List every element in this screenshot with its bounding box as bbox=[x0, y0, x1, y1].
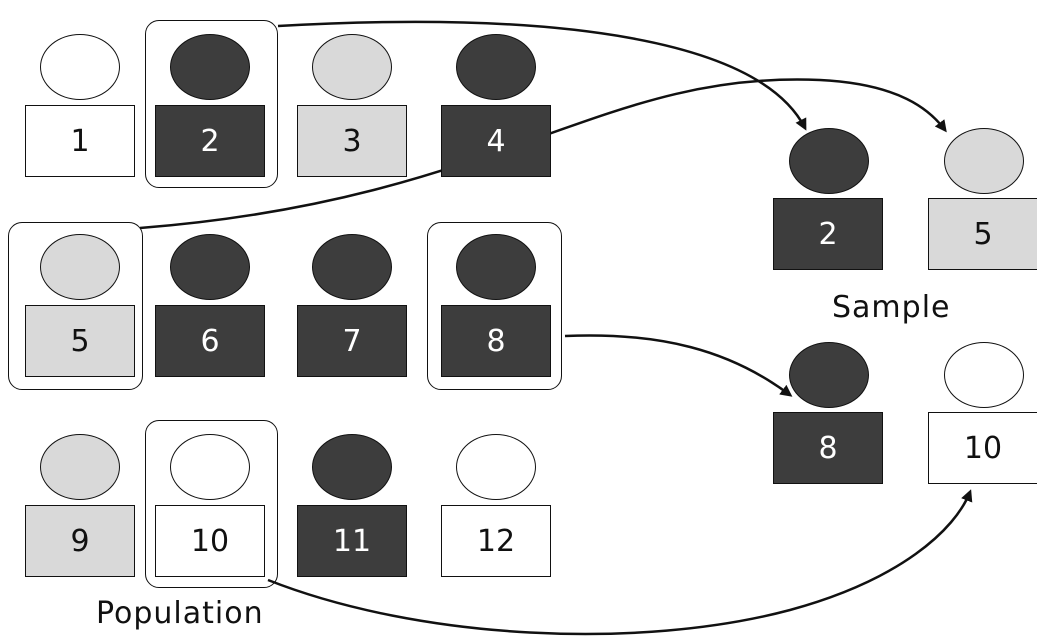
selection-frame-5 bbox=[8, 222, 143, 390]
sample-head-5 bbox=[944, 128, 1024, 194]
population-label: Population bbox=[96, 596, 264, 631]
population-id-box-1: 1 bbox=[25, 105, 135, 177]
population-head-5 bbox=[40, 234, 120, 300]
population-head-7 bbox=[312, 234, 392, 300]
population-id-box-3: 3 bbox=[297, 105, 407, 177]
population-id-box-8: 8 bbox=[441, 305, 551, 377]
arrow-8-to-sample bbox=[564, 334, 793, 397]
sample-label: Sample bbox=[832, 290, 951, 325]
population-head-6 bbox=[170, 234, 250, 300]
population-id-box-12: 12 bbox=[441, 505, 551, 577]
population-id-box-6: 6 bbox=[155, 305, 265, 377]
sample-head-2 bbox=[789, 128, 869, 194]
population-id-box-5: 5 bbox=[25, 305, 135, 377]
population-head-12 bbox=[456, 434, 536, 500]
population-id-box-7: 7 bbox=[297, 305, 407, 377]
selection-frame-2 bbox=[145, 20, 278, 188]
population-head-1 bbox=[40, 34, 120, 100]
population-head-2 bbox=[170, 34, 250, 100]
selection-frame-10 bbox=[145, 420, 278, 588]
selection-frame-8 bbox=[427, 222, 562, 390]
sample-id-box-2: 2 bbox=[773, 198, 883, 270]
population-id-box-10: 10 bbox=[155, 505, 265, 577]
sample-id-box-8: 8 bbox=[773, 412, 883, 484]
sample-id-box-5: 5 bbox=[928, 198, 1037, 270]
population-head-9 bbox=[40, 434, 120, 500]
sample-head-10 bbox=[944, 342, 1024, 408]
population-head-11 bbox=[312, 434, 392, 500]
sample-head-8 bbox=[789, 342, 869, 408]
population-id-box-11: 11 bbox=[297, 505, 407, 577]
population-id-box-9: 9 bbox=[25, 505, 135, 577]
population-id-box-2: 2 bbox=[155, 105, 265, 177]
population-head-4 bbox=[456, 34, 536, 100]
sample-id-box-10: 10 bbox=[928, 412, 1037, 484]
population-head-8 bbox=[456, 234, 536, 300]
population-head-3 bbox=[312, 34, 392, 100]
population-head-10 bbox=[170, 434, 250, 500]
population-id-box-4: 4 bbox=[441, 105, 551, 177]
